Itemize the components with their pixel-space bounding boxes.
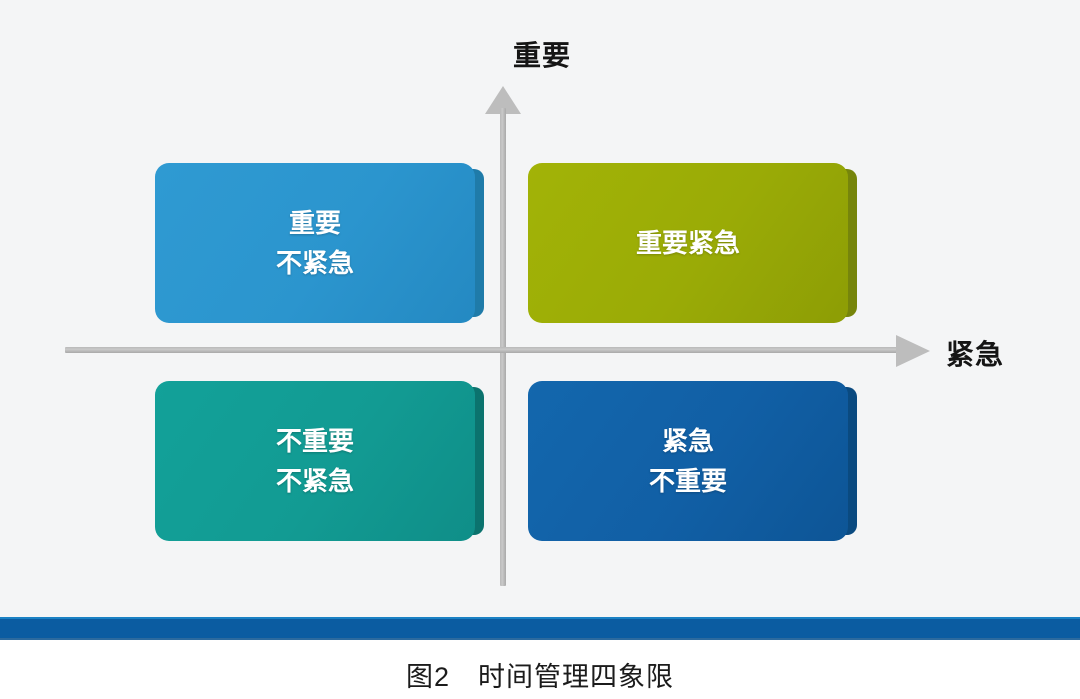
quadrant-label-line: 不紧急 <box>275 466 354 496</box>
horizontal-axis-line <box>65 347 900 353</box>
section-divider-rule <box>0 617 1080 640</box>
caption-area <box>0 640 1080 699</box>
quadrant-label-line: 不重要 <box>275 425 354 456</box>
quadrant-important-not-urgent[interactable]: 重要 不紧急 <box>155 163 484 323</box>
quadrant-urgent-not-important[interactable]: 紧急 不重要 <box>528 381 857 541</box>
figure-caption: 图2 时间管理四象限 <box>405 662 675 692</box>
quadrant-not-important-not-urgent[interactable]: 不重要 不紧急 <box>155 381 484 541</box>
arrow-right-icon <box>896 335 930 367</box>
quadrant-label-line: 紧急 <box>661 425 714 456</box>
horizontal-axis-label: 紧急 <box>946 339 1005 370</box>
quadrant-label-line: 重要 <box>288 207 341 238</box>
quadrant-label-line: 不紧急 <box>275 248 354 278</box>
quadrant-important-urgent[interactable]: 重要紧急 <box>528 163 857 323</box>
quadrant-label-line: 重要紧急 <box>635 227 740 258</box>
quadrant-label-line: 不重要 <box>648 466 727 496</box>
vertical-axis-label: 重要 <box>512 40 571 71</box>
